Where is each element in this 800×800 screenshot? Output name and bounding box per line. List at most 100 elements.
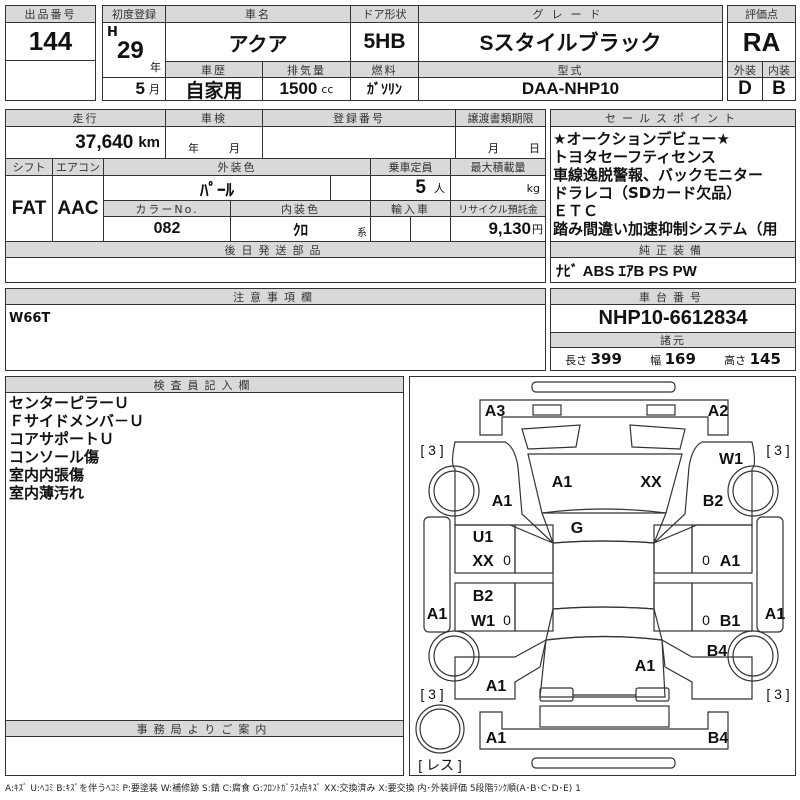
equipment: ﾅﾋﾞ ABS ｴｱB PS PW	[550, 257, 796, 283]
specs-row: 長さ 399 幅 169 高さ 145	[550, 347, 796, 371]
inspector-label: 検査員記入欄	[5, 376, 404, 393]
notes-text: W66T	[9, 311, 51, 326]
damage-mark: A1	[491, 493, 513, 510]
interior-label: 内装	[762, 61, 796, 78]
damage-mark: [ 3 ]	[766, 686, 790, 702]
transfer-cell: 月日	[455, 126, 546, 159]
day-unit: 日	[529, 142, 540, 155]
damage-mark: A1	[764, 606, 786, 623]
import-cell-1	[370, 216, 411, 242]
displacement-label: 排気量	[262, 61, 351, 78]
score: RA	[727, 22, 796, 62]
chassis-label: 車台番号	[550, 288, 796, 305]
damage-mark: G	[570, 520, 584, 537]
exterior-label: 外装	[727, 61, 763, 78]
damage-mark: [ 3 ]	[766, 442, 790, 458]
month-unit: 月	[488, 142, 499, 155]
model-label: 型式	[418, 61, 723, 78]
damage-mark: XX	[640, 474, 662, 491]
sale-point: ドラレコ（SDカード欠品）	[553, 184, 742, 202]
damage-mark: A1	[719, 553, 741, 570]
color-no: 082	[103, 216, 231, 242]
width-label: 幅	[650, 354, 662, 367]
capacity: 5	[415, 177, 426, 198]
era: H	[107, 25, 118, 40]
damage-mark: 0	[503, 552, 511, 568]
year-unit: 年	[188, 142, 199, 155]
sale-point: トヨタセーフティセンス	[553, 148, 716, 166]
transfer-label: 譲渡書類期限	[455, 109, 546, 127]
inspector-note: コンソール傷	[9, 448, 100, 466]
lot-label: 出品番号	[5, 5, 96, 23]
model: DAA-NHP10	[418, 77, 723, 101]
car-outline	[415, 381, 784, 769]
damage-mark: B4	[706, 643, 728, 660]
damage-mark: 0	[702, 552, 710, 568]
ac-label: エアコン	[52, 158, 104, 176]
damage-mark: [ 3 ]	[420, 686, 444, 702]
damage-mark: A2	[707, 403, 729, 420]
damage-mark: B1	[719, 613, 741, 630]
sale-point: 踏み間違い加速抑制システム（用	[553, 220, 778, 238]
car-name: アクア	[165, 22, 351, 62]
recycle: 9,130	[488, 219, 531, 238]
score-label: 評価点	[727, 5, 796, 23]
legend: A:ｷｽﾞ U:ﾍｺﾐ B:ｷｽﾞを伴うﾍｺﾐ P:要塗装 W:補修跡 S:錆 …	[5, 784, 581, 794]
inspection-label: 車検	[165, 109, 263, 127]
notes-body: W66T	[5, 304, 546, 371]
damage-mark: W1	[471, 613, 495, 630]
first-reg-label: 初度登録	[102, 5, 166, 23]
damage-mark: A3	[484, 403, 506, 420]
height-label: 高さ	[724, 354, 747, 367]
int-color-unit: 系	[357, 228, 367, 239]
mileage: 37,640	[75, 131, 134, 153]
damage-mark: A1	[485, 678, 507, 695]
damage-mark: A1	[634, 658, 656, 675]
inspector-note: 室内内張傷	[9, 466, 85, 484]
exterior-score: D	[727, 77, 763, 101]
int-color-cell: ｸﾛ 系	[230, 216, 371, 242]
damage-mark: [ 3 ]	[420, 442, 444, 458]
max-load-cell: kg	[450, 175, 546, 201]
length-label: 長さ	[565, 354, 588, 367]
damage-mark: B2	[702, 493, 724, 510]
chassis-number: NHP10-6612834	[550, 304, 796, 333]
import-label: 輸入車	[370, 200, 451, 217]
int-color: ｸﾛ	[292, 221, 308, 239]
ext-color-label: 外装色	[103, 158, 371, 176]
equipment-label: 純正装備	[550, 241, 796, 258]
month-unit: 月	[149, 83, 160, 96]
damage-mark: [ レス ]	[418, 757, 462, 773]
reg-no-label: 登録番号	[262, 109, 456, 127]
sale-points-label: セールスポイント	[550, 109, 796, 127]
color-no-label: カラーNo.	[103, 200, 231, 217]
displacement: 1500	[279, 79, 318, 98]
km-unit: km	[138, 134, 160, 151]
first-reg-year-cell: H 29 年	[102, 22, 166, 78]
later-parts-label: 後日発送部品	[5, 241, 546, 258]
fuel-label: 燃料	[350, 61, 419, 78]
height: 145	[749, 350, 781, 368]
grade: Sスタイルブラック	[418, 22, 723, 62]
sale-point: ★オークションデビュー★	[553, 130, 730, 148]
ext-color: ﾊﾟｰﾙ	[103, 175, 331, 201]
inspector-body: センターピラーＵ Ｆサイドメンバ－Ｕ コアサポートＵ コンソール傷 室内内張傷 …	[5, 392, 404, 721]
damage-mark: B4	[707, 730, 729, 747]
damage-mark: XX	[472, 553, 494, 570]
int-color-label: 内装色	[230, 200, 371, 217]
specs-label: 諸元	[550, 332, 796, 348]
kg-unit: kg	[526, 181, 540, 195]
damage-mark: A1	[426, 606, 448, 623]
damage-mark: A1	[485, 730, 507, 747]
inspector-note: Ｆサイドメンバ－Ｕ	[9, 412, 145, 430]
import-cell-2	[410, 216, 451, 242]
lot-blank	[5, 60, 96, 101]
lot-number: 144	[5, 22, 96, 61]
ext-color-blank	[330, 175, 371, 201]
person-unit: 人	[434, 182, 445, 195]
grade-label: グレード	[418, 5, 723, 23]
